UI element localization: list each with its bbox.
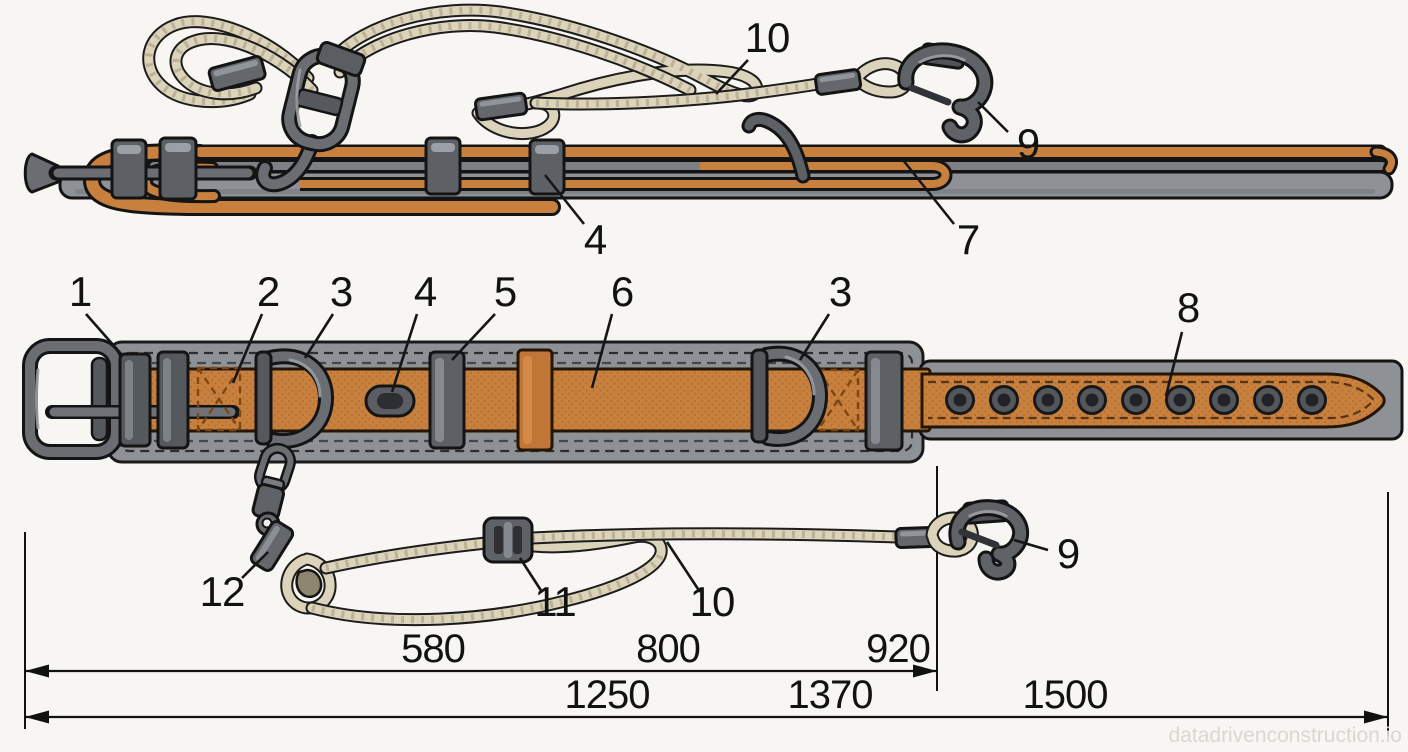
lanyard-assembly — [249, 442, 1029, 627]
dim-800: 800 — [636, 627, 700, 671]
callout-12: 12 — [200, 568, 245, 615]
belt-keeper — [110, 138, 148, 200]
rope-ferrule — [813, 68, 863, 96]
dim-1500: 1500 — [1023, 673, 1108, 717]
eyelet — [1209, 385, 1239, 415]
callout-7: 7 — [957, 216, 979, 263]
strap-keeper-orange — [516, 348, 554, 452]
dim-580: 580 — [401, 627, 465, 671]
callout-1: 1 — [69, 268, 91, 315]
eyelet — [945, 385, 975, 415]
rope-lanyard-stowed — [142, 3, 994, 193]
carabiner — [255, 40, 367, 193]
callout-9-bottom: 9 — [1057, 530, 1079, 577]
eyelet — [1033, 385, 1063, 415]
dimension-layer: 580 800 920 1250 1370 1500 — [24, 466, 1389, 736]
callout-6: 6 — [611, 268, 633, 315]
callout-8: 8 — [1177, 284, 1199, 331]
eyelet — [989, 385, 1019, 415]
strap-keeper — [156, 350, 190, 450]
callout-2: 2 — [257, 268, 279, 315]
buckle — [22, 338, 240, 460]
d-ring-right — [750, 345, 828, 447]
rope-ferrule — [207, 55, 267, 92]
strap-keeper — [118, 352, 152, 448]
belt-keeper — [424, 136, 462, 196]
callouts: 10 9 4 7 1 2 3 4 5 6 3 8 12 11 10 9 — [69, 14, 1200, 625]
dimension-line-lower — [25, 710, 1388, 724]
tongue-stitch — [928, 380, 1376, 420]
belt-front-view — [22, 338, 1404, 464]
dimension-line-upper — [25, 664, 937, 678]
rope-ferrule — [473, 91, 529, 122]
callout-5: 5 — [494, 268, 516, 315]
watermark: datadrivenconstruction.io — [1169, 724, 1402, 747]
belt-keeper — [528, 138, 566, 196]
dim-1250: 1250 — [565, 673, 650, 717]
eyelet — [1165, 385, 1195, 415]
callout-9-top: 9 — [1017, 120, 1039, 167]
callout-10-bottom: 10 — [690, 578, 735, 625]
rope-adjuster — [482, 516, 534, 564]
eyelet — [1121, 385, 1151, 415]
belt-keeper — [158, 136, 198, 201]
snap-hook-top — [897, 42, 994, 144]
cross-stitch-left — [196, 366, 242, 432]
eyelet — [1297, 385, 1327, 415]
eyelet — [1253, 385, 1283, 415]
callout-4-top: 4 — [584, 216, 607, 263]
dim-920: 920 — [866, 627, 930, 671]
eyelet-row — [945, 385, 1327, 415]
callout-10-top: 10 — [745, 14, 790, 61]
strap-slot — [364, 384, 416, 418]
callout-4-mid: 4 — [414, 268, 437, 315]
strap-keeper — [428, 350, 466, 450]
swivel-attachment — [249, 442, 296, 572]
d-ring-left — [254, 348, 334, 449]
callout-3-right: 3 — [829, 268, 851, 315]
callout-11: 11 — [534, 578, 576, 625]
snap-hook-bottom — [948, 499, 1029, 581]
dim-1370: 1370 — [788, 673, 873, 717]
callout-3-left: 3 — [330, 268, 352, 315]
eyelet — [1077, 385, 1107, 415]
buckle-prong-side — [23, 152, 258, 194]
folded-belt-side-view — [23, 111, 1398, 216]
strap-keeper — [864, 350, 904, 452]
